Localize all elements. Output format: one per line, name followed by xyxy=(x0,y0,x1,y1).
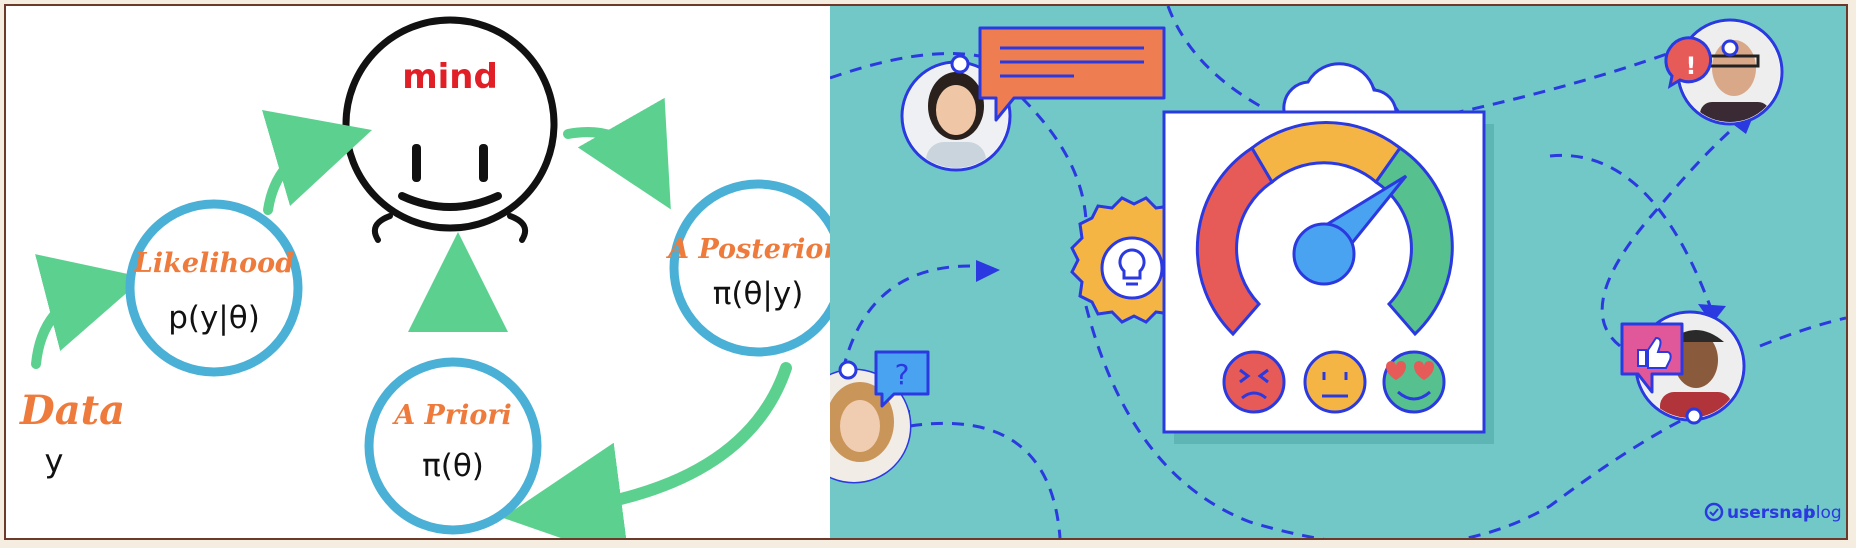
brand-suffix: blog xyxy=(1805,503,1842,523)
neutral-face-icon xyxy=(1303,350,1367,414)
gauge-icon xyxy=(1195,120,1454,337)
mind-head-icon xyxy=(342,16,558,243)
mind-label: mind xyxy=(402,57,498,97)
likelihood-ring xyxy=(125,199,303,377)
a-posteriori-ring xyxy=(669,179,830,357)
pointer-arrow-icon xyxy=(1698,304,1726,324)
arrow-posteriori-to-priori xyxy=(502,362,792,538)
a-priori-label: A Priori xyxy=(391,400,512,431)
avatar-woman-smiling xyxy=(900,54,1012,172)
dashed-connectors xyxy=(830,6,1846,538)
feedback-illustration: ! ? xyxy=(830,6,1846,538)
brand-name: usersnap xyxy=(1727,503,1815,523)
a-priori-formula: π(θ) xyxy=(422,448,484,484)
data-symbol: y xyxy=(45,442,64,480)
feedback-illustration-panel: ! ? xyxy=(830,6,1846,538)
likelihood-label: Likelihood xyxy=(133,248,294,279)
image-frame: mind Likelihood p(y|θ) A Priori π(θ) A P… xyxy=(4,4,1848,540)
usersnap-logo: usersnap blog xyxy=(1704,502,1842,523)
alert-symbol: ! xyxy=(1686,52,1697,80)
alert-bubble-icon: ! xyxy=(1664,36,1739,90)
a-posteriori-formula: π(θ|y) xyxy=(713,276,804,312)
question-bubble-icon: ? xyxy=(874,350,930,408)
comment-bubble-icon xyxy=(978,26,1166,122)
arrow-data-to-likelihood xyxy=(31,254,145,369)
data-label: Data xyxy=(19,387,125,434)
angry-face-icon xyxy=(1222,350,1286,414)
bayesian-diagram-panel: mind Likelihood p(y|θ) A Priori π(θ) A P… xyxy=(6,6,830,538)
heart-eyes-face-icon xyxy=(1382,350,1446,414)
likelihood-formula: p(y|θ) xyxy=(168,300,260,336)
pointer-arrow-icon xyxy=(976,260,1000,282)
arrow-mind-to-posteriori xyxy=(563,97,671,210)
thumbs-up-bubble-icon xyxy=(1620,322,1684,394)
question-symbol: ? xyxy=(895,358,910,391)
bayesian-diagram: mind Likelihood p(y|θ) A Priori π(θ) A P… xyxy=(19,16,830,538)
a-posteriori-label: A Posteriori xyxy=(665,234,830,265)
a-priori-ring xyxy=(364,357,542,535)
arrow-likelihood-to-mind xyxy=(261,110,372,215)
satisfaction-card xyxy=(1162,110,1486,434)
